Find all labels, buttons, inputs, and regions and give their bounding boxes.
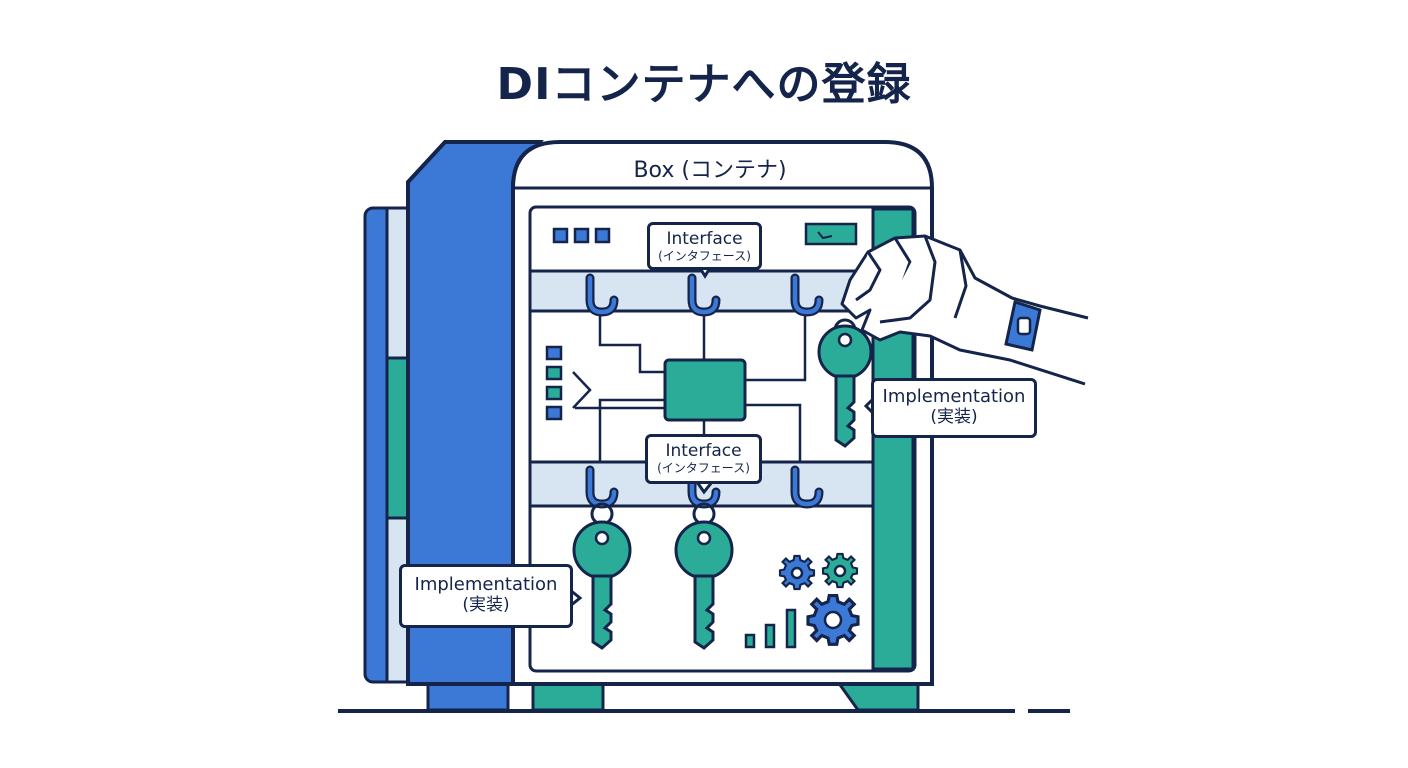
interface-sublabel: (インタフェース) — [657, 460, 750, 475]
implementation-callout-right: Implementation (実装) — [871, 378, 1037, 438]
display-panel-mark — [817, 231, 833, 240]
implementation-sublabel: (実装) — [462, 594, 510, 615]
implementation-callout-left: Implementation (実装) — [399, 564, 573, 628]
hanging-key-left-icon — [572, 502, 632, 650]
indicator-light — [552, 227, 569, 244]
interface-callout-top: Interface (インタフェース) — [647, 222, 762, 270]
page-title: DIコンテナへの登録 — [496, 59, 912, 110]
central-chip — [663, 358, 747, 422]
implementation-sublabel: (実装) — [930, 406, 978, 427]
bar-chart-icon — [744, 608, 797, 649]
interface-label: Interface — [666, 229, 743, 249]
right-foot — [835, 680, 920, 712]
port-indicator — [545, 365, 563, 381]
interface-label: Interface — [665, 441, 742, 461]
port-indicator — [545, 345, 563, 361]
circuit-lines — [572, 315, 807, 462]
indicator-light — [594, 227, 611, 244]
robot-wrist-light — [1016, 316, 1032, 336]
box-title: Box (コンテナ) — [633, 158, 787, 183]
indicator-light — [573, 227, 590, 244]
gear-small-left-icon — [778, 554, 816, 591]
port-indicator — [545, 385, 563, 401]
display-panel — [804, 222, 858, 246]
gear-large-icon — [806, 593, 860, 646]
gear-small-right-icon — [821, 552, 859, 589]
implementation-label: Implementation — [414, 574, 558, 595]
implementation-label: Implementation — [882, 386, 1026, 407]
upper-hooks-fill — [587, 275, 822, 315]
interface-callout-bottom: Interface (インタフェース) — [645, 434, 762, 484]
hanging-key-center-icon — [674, 502, 734, 650]
held-key-icon — [817, 318, 873, 448]
port-indicator — [545, 405, 563, 421]
interface-sublabel: (インタフェース) — [658, 248, 751, 263]
